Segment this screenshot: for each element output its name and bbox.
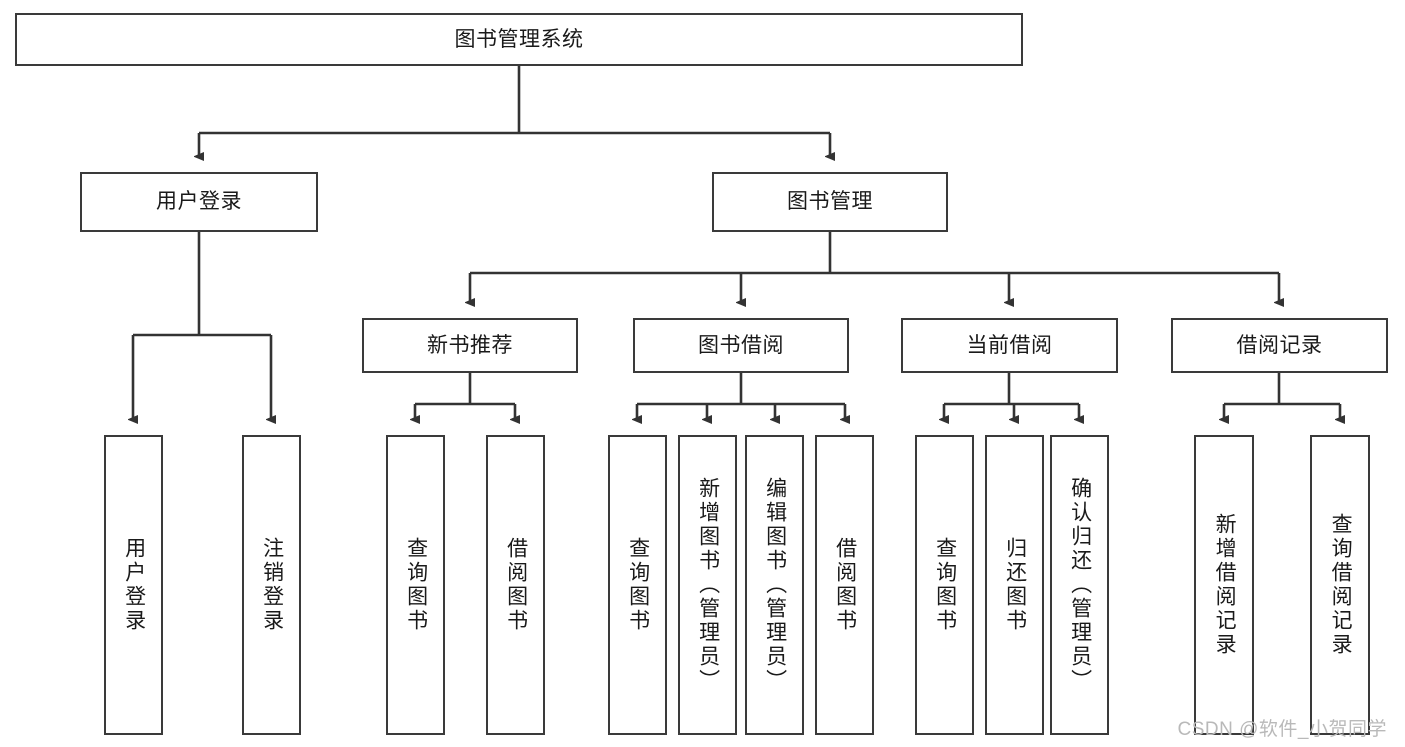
node-leaf-confirm-return-admin-label: 确认归还（管理员） <box>1068 477 1092 693</box>
node-leaf-borrow-book-recommend[interactable]: 借阅图书 <box>486 435 545 735</box>
node-leaf-confirm-return-admin[interactable]: 确认归还（管理员） <box>1050 435 1109 735</box>
node-leaf-borrow-book[interactable]: 借阅图书 <box>815 435 874 735</box>
node-leaf-add-borrow-record[interactable]: 新增借阅记录 <box>1194 435 1254 735</box>
node-leaf-user-logout[interactable]: 注销登录 <box>242 435 301 735</box>
node-leaf-add-book-admin-label: 新增图书（管理员） <box>696 477 720 693</box>
node-leaf-return-book-label: 归还图书 <box>1003 537 1027 633</box>
node-leaf-borrow-book-recommend-label: 借阅图书 <box>504 537 528 633</box>
node-borrow-records[interactable]: 借阅记录 <box>1171 318 1388 373</box>
node-book-manage-label: 图书管理 <box>787 190 873 214</box>
node-root[interactable]: 图书管理系统 <box>15 13 1023 66</box>
node-leaf-query-borrow-record-label: 查询借阅记录 <box>1329 513 1353 657</box>
node-leaf-query-book-borrow[interactable]: 查询图书 <box>608 435 667 735</box>
node-leaf-query-borrow-record[interactable]: 查询借阅记录 <box>1310 435 1370 735</box>
node-leaf-user-login-label: 用户登录 <box>122 537 146 633</box>
node-book-borrow-label: 图书借阅 <box>698 333 784 357</box>
node-leaf-return-book[interactable]: 归还图书 <box>985 435 1044 735</box>
node-user-login[interactable]: 用户登录 <box>80 172 318 232</box>
node-book-borrow[interactable]: 图书借阅 <box>633 318 849 373</box>
node-leaf-query-book-borrow-label: 查询图书 <box>626 537 650 633</box>
node-leaf-edit-book-admin-label: 编辑图书（管理员） <box>763 477 787 693</box>
node-root-label: 图书管理系统 <box>454 27 584 51</box>
node-leaf-query-book-current[interactable]: 查询图书 <box>915 435 974 735</box>
node-leaf-edit-book-admin[interactable]: 编辑图书（管理员） <box>745 435 804 735</box>
node-leaf-borrow-book-label: 借阅图书 <box>833 537 857 633</box>
node-new-book-recommend-label: 新书推荐 <box>427 333 513 357</box>
node-leaf-add-book-admin[interactable]: 新增图书（管理员） <box>678 435 737 735</box>
node-new-book-recommend[interactable]: 新书推荐 <box>362 318 578 373</box>
node-leaf-user-login[interactable]: 用户登录 <box>104 435 163 735</box>
node-leaf-add-borrow-record-label: 新增借阅记录 <box>1213 513 1237 657</box>
node-leaf-user-logout-label: 注销登录 <box>260 537 284 633</box>
node-borrow-records-label: 借阅记录 <box>1236 333 1323 357</box>
node-leaf-query-book-recommend[interactable]: 查询图书 <box>386 435 445 735</box>
node-user-login-label: 用户登录 <box>156 190 242 214</box>
csdn-watermark: CSDN @软件_小贺同学 <box>1177 719 1387 740</box>
node-current-borrow[interactable]: 当前借阅 <box>901 318 1118 373</box>
node-current-borrow-label: 当前借阅 <box>966 333 1053 357</box>
node-leaf-query-book-current-label: 查询图书 <box>933 537 957 633</box>
node-leaf-query-book-recommend-label: 查询图书 <box>404 537 428 633</box>
node-book-manage[interactable]: 图书管理 <box>712 172 948 232</box>
